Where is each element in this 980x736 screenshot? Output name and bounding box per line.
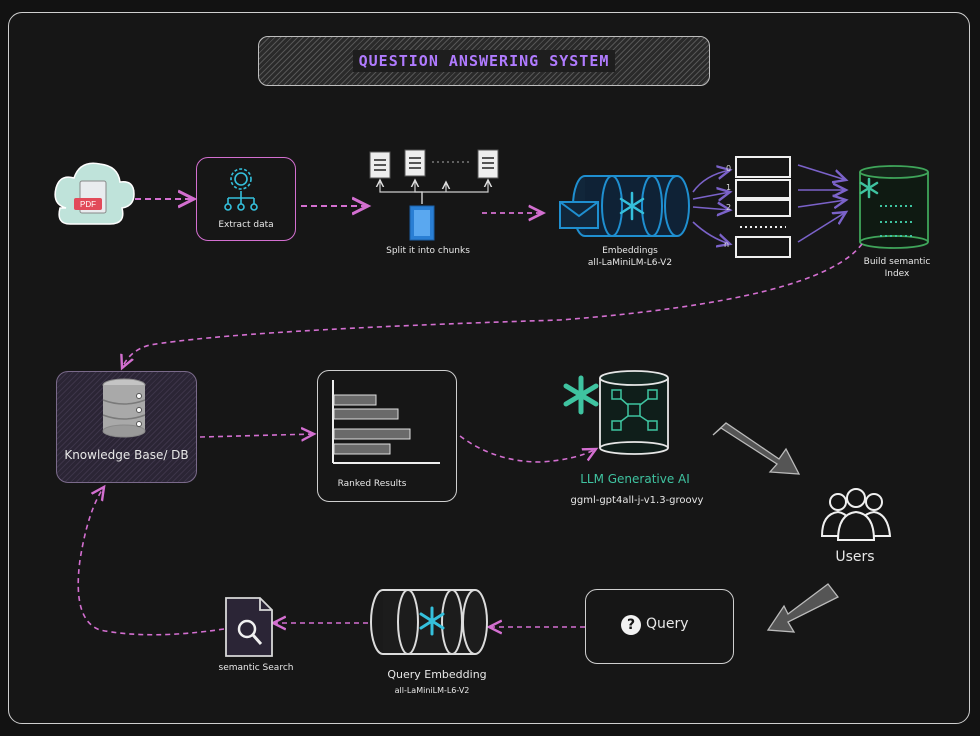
arrow-index-to-knowledge-base <box>122 243 863 368</box>
llm-label: LLM Generative AI <box>580 472 690 486</box>
database-icon <box>102 378 146 438</box>
query-snowflake-icon <box>419 606 445 636</box>
knowledge-base-label: Knowledge Base/ DB <box>64 448 189 462</box>
arrow-ranked-to-llm <box>459 435 596 463</box>
pdf-badge: PDF <box>80 200 96 209</box>
ranked-bars-icon <box>332 380 440 464</box>
query-embedding-label: Query Embedding <box>387 668 487 681</box>
embedding-model-icon <box>559 175 690 237</box>
gear-hierarchy-icon <box>224 168 258 211</box>
document-chunks-icon <box>369 149 499 241</box>
vector-index-2: 2 <box>726 203 731 212</box>
arrow-knowledge-base-to-ranked <box>199 434 314 437</box>
semantic-index-database-icon <box>859 165 929 249</box>
title-banner: QUESTION ANSWERING SYSTEM <box>258 36 710 86</box>
embeddings-model-label: all-LaMiniLM-L6-V2 <box>587 258 673 268</box>
embeddings-label: Embeddings <box>602 246 658 256</box>
llm-database-icon <box>599 370 669 455</box>
query-node <box>585 589 734 664</box>
arrow-users-to-query <box>766 583 839 633</box>
query-label: Query <box>646 616 689 632</box>
search-document-icon <box>225 597 273 657</box>
query-embedding-model-label: all-LaMiniLM-L6-V2 <box>394 686 470 695</box>
pdf-cloud-icon <box>54 162 135 225</box>
semantic-search-label: semantic Search <box>218 663 294 673</box>
question-mark-icon: ? <box>621 615 641 635</box>
users-label: Users <box>835 549 875 565</box>
llm-snowflake-icon <box>563 375 599 415</box>
snowflake-icon <box>619 191 645 221</box>
arrow-search-to-knowledge-base <box>77 487 225 636</box>
users-icon <box>820 488 892 541</box>
vector-index-1: 1 <box>726 183 731 192</box>
split-chunks-label: Split it into chunks <box>386 246 470 256</box>
ranked-results-label: Ranked Results <box>337 479 407 489</box>
vector-index-n: n <box>724 240 729 249</box>
llm-model-label: ggml-gpt4all-j-v1.3-groovy <box>570 495 704 506</box>
extract-data-label: Extract data <box>218 220 274 230</box>
page-title: QUESTION ANSWERING SYSTEM <box>352 50 616 72</box>
arrow-llm-to-users <box>712 422 801 475</box>
semantic-index-label: Build semantic Index <box>863 257 931 279</box>
vector-rows-icon <box>692 156 846 258</box>
vector-index-0: 0 <box>726 164 731 173</box>
